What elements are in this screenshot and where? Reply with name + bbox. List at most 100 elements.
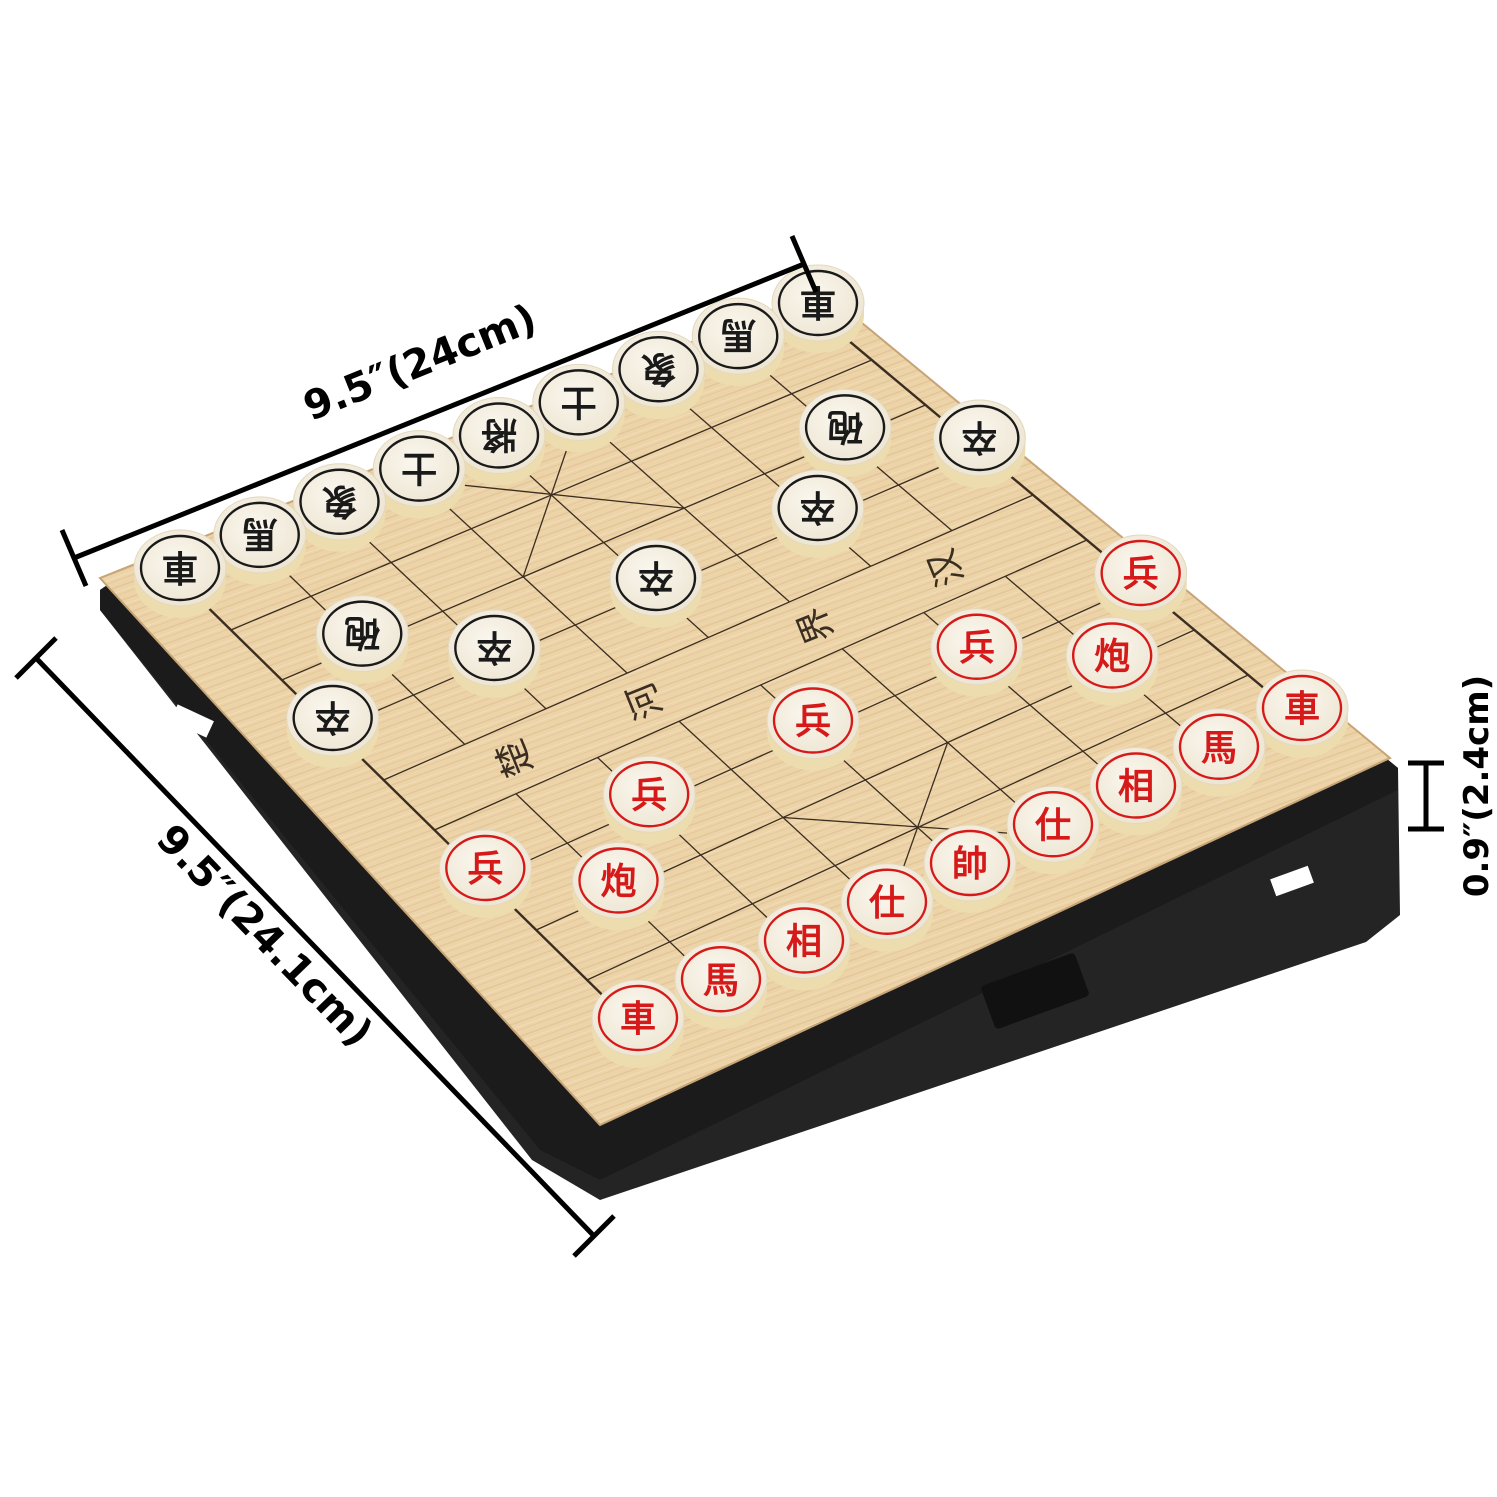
black-piece[interactable]: 馬 (213, 496, 307, 585)
grid-file-line (179, 579, 639, 1031)
piece-face (771, 469, 865, 547)
piece-ring (618, 336, 699, 403)
piece-face (766, 682, 860, 759)
piece-ring (1012, 791, 1094, 858)
red-piece[interactable]: 兵 (438, 829, 532, 918)
piece-character: 馬 (720, 314, 756, 355)
red-piece[interactable]: 車 (1255, 669, 1349, 758)
black-piece[interactable]: 卒 (447, 609, 541, 698)
piece-face (213, 496, 307, 574)
piece-face (1172, 708, 1266, 786)
piece-face (932, 399, 1026, 477)
piece-ring (1261, 674, 1343, 742)
piece-face (286, 679, 380, 757)
black-piece[interactable]: 卒 (609, 539, 703, 628)
black-piece[interactable]: 車 (771, 264, 865, 353)
piece-ring (538, 369, 619, 436)
red-piece[interactable]: 仕 (1006, 785, 1100, 875)
frame-foot-left (170, 704, 214, 738)
red-piece[interactable]: 兵 (1094, 534, 1188, 623)
piece-ring (322, 600, 403, 667)
red-piece[interactable]: 仕 (840, 863, 934, 952)
piece-character: 炮 (1094, 637, 1130, 678)
piece-character: 仕 (869, 883, 905, 924)
piece-ring (139, 534, 221, 602)
piece-face (532, 363, 626, 441)
piece-face (923, 824, 1017, 902)
red-piece[interactable]: 馬 (1172, 708, 1266, 797)
piece-ring (772, 687, 854, 754)
piece-face (840, 863, 934, 941)
pieces-layer: 車馬象士砲將卒士象卒馬車兵卒砲兵卒炮車卒兵馬相兵仕帥兵炮仕相馬車 (133, 264, 1349, 1068)
piece-ring (680, 946, 762, 1013)
piece-character: 將 (481, 414, 517, 455)
black-piece[interactable]: 士 (372, 430, 466, 519)
grid-file-line (817, 314, 1303, 721)
piece-face (572, 842, 665, 919)
piece-ring (1100, 539, 1181, 607)
piece-character: 相 (1118, 767, 1154, 808)
piece-ring (608, 761, 690, 828)
black-piece[interactable]: 卒 (771, 469, 865, 558)
piece-ring (578, 847, 659, 914)
piece-face (591, 979, 685, 1057)
red-piece[interactable]: 兵 (766, 682, 860, 771)
black-piece[interactable]: 車 (133, 529, 227, 618)
piece-face (315, 595, 409, 673)
black-piece[interactable]: 砲 (798, 388, 892, 478)
piece-character: 卒 (638, 556, 674, 597)
black-piece[interactable]: 士 (532, 363, 626, 453)
red-piece[interactable]: 帥 (923, 824, 1017, 913)
piece-face (1065, 617, 1159, 694)
piece-face (1094, 534, 1188, 612)
piece-ring (1178, 713, 1260, 780)
black-piece[interactable]: 將 (452, 397, 546, 486)
piece-face (133, 529, 227, 607)
piece-character: 相 (786, 922, 822, 963)
red-piece[interactable]: 相 (757, 902, 851, 991)
piece-face (447, 609, 541, 687)
black-piece[interactable]: 象 (612, 330, 705, 420)
piece-ring (299, 468, 380, 535)
piece-ring (445, 834, 526, 902)
piece-ring (292, 684, 373, 752)
red-piece[interactable]: 車 (591, 979, 685, 1068)
dimension-height-label: 0.9″(2.4cm) (1457, 675, 1497, 897)
piece-ring (219, 501, 300, 569)
piece-ring (1095, 752, 1177, 819)
piece-face (1006, 785, 1100, 863)
red-piece[interactable]: 炮 (572, 842, 665, 931)
piece-character: 炮 (600, 862, 636, 903)
piece-face (930, 608, 1024, 686)
piece-face (771, 264, 865, 342)
piece-character: 士 (561, 380, 597, 421)
piece-character: 兵 (631, 775, 667, 816)
red-piece[interactable]: 馬 (674, 940, 768, 1030)
dimension-height: 0.9″(2.4cm) (1408, 675, 1497, 897)
piece-character: 仕 (1035, 805, 1071, 846)
black-piece[interactable]: 馬 (691, 297, 785, 387)
piece-character: 士 (401, 447, 437, 488)
piece-character: 車 (162, 546, 198, 587)
piece-character: 象 (321, 480, 357, 521)
black-piece[interactable]: 象 (293, 463, 386, 552)
red-piece[interactable]: 炮 (1065, 617, 1159, 706)
piece-face (691, 297, 785, 375)
piece-face (1255, 669, 1349, 747)
piece-character: 卒 (315, 696, 351, 737)
piece-ring (777, 269, 859, 337)
piece-ring (929, 829, 1011, 897)
black-piece[interactable]: 砲 (315, 595, 409, 684)
piece-face (602, 755, 696, 833)
red-piece[interactable]: 兵 (602, 755, 696, 845)
piece-face (757, 902, 851, 979)
red-piece[interactable]: 相 (1089, 747, 1183, 836)
piece-character: 象 (640, 347, 676, 388)
piece-character: 車 (620, 999, 656, 1040)
piece-face (452, 397, 546, 474)
black-piece[interactable]: 卒 (286, 679, 380, 768)
piece-character: 馬 (1201, 728, 1237, 769)
black-piece[interactable]: 卒 (932, 399, 1026, 488)
red-piece[interactable]: 兵 (930, 608, 1024, 697)
